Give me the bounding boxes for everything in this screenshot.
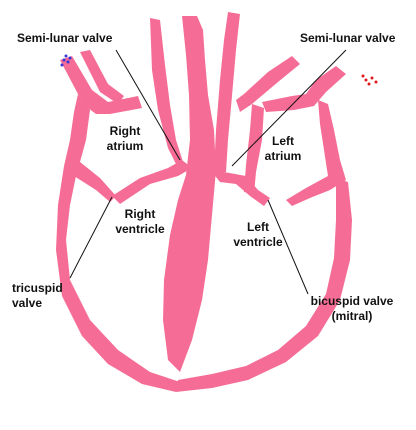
leader-line-tricuspid (69, 196, 113, 279)
leader-lines (69, 49, 347, 295)
label-semilunar-valve-left: Semi-lunar valve (17, 31, 113, 45)
pulmonary-vein-lower (262, 66, 346, 112)
heart-walls (56, 12, 352, 392)
label-right-ventricle-line1: Right (124, 207, 156, 221)
label-semilunar-valve-right: Semi-lunar valve (300, 31, 396, 45)
upper-right-vessel (214, 12, 240, 172)
left-av-septum (212, 172, 270, 206)
blue-dot (64, 54, 68, 58)
right-av-septum (112, 160, 192, 204)
upper-vessel-left (80, 50, 124, 104)
right-atrium-wall (64, 94, 116, 202)
blue-dot (60, 63, 64, 67)
label-left-ventricle-line1: Left (247, 220, 269, 234)
leader-line-bicuspid (267, 199, 309, 295)
label-left-atrium-line2: atrium (264, 149, 302, 163)
label-left-ventricle-line2: ventricle (233, 235, 283, 249)
upper-left-vessel (150, 18, 184, 172)
right-ventricle-wall (56, 166, 180, 392)
left-atrium-right-wall (286, 100, 346, 206)
left-atrium-wall (244, 104, 264, 194)
red-dot (361, 74, 365, 78)
label-tricuspid-line2: valve (12, 296, 43, 310)
left-ventricle-wall (176, 178, 352, 392)
red-dot (367, 82, 371, 86)
label-tricuspid-line1: tricuspid (12, 281, 63, 295)
blue-dot (68, 56, 72, 60)
red-dot (374, 80, 378, 84)
blue-dot (62, 58, 66, 62)
label-right-atrium-line1: Right (109, 124, 141, 138)
label-right-atrium-line2: atrium (106, 139, 144, 153)
superior-vena-cava (60, 56, 142, 114)
blue-dot (66, 60, 70, 64)
leader-line-semilunar-left (115, 49, 181, 161)
label-bicuspid-line1: bicuspid valve (310, 294, 394, 308)
pulmonary-vein-upper (236, 56, 300, 112)
label-left-atrium-line1: Left (272, 134, 294, 148)
label-right-ventricle-line2: ventricle (115, 222, 165, 236)
blood-flow-markers (60, 54, 378, 86)
aorta-trunk (163, 16, 216, 372)
leader-line-semilunar-right (231, 49, 347, 167)
label-bicuspid-line2: (mitral) (331, 309, 373, 323)
red-dot (370, 76, 374, 80)
red-dot (364, 78, 368, 82)
